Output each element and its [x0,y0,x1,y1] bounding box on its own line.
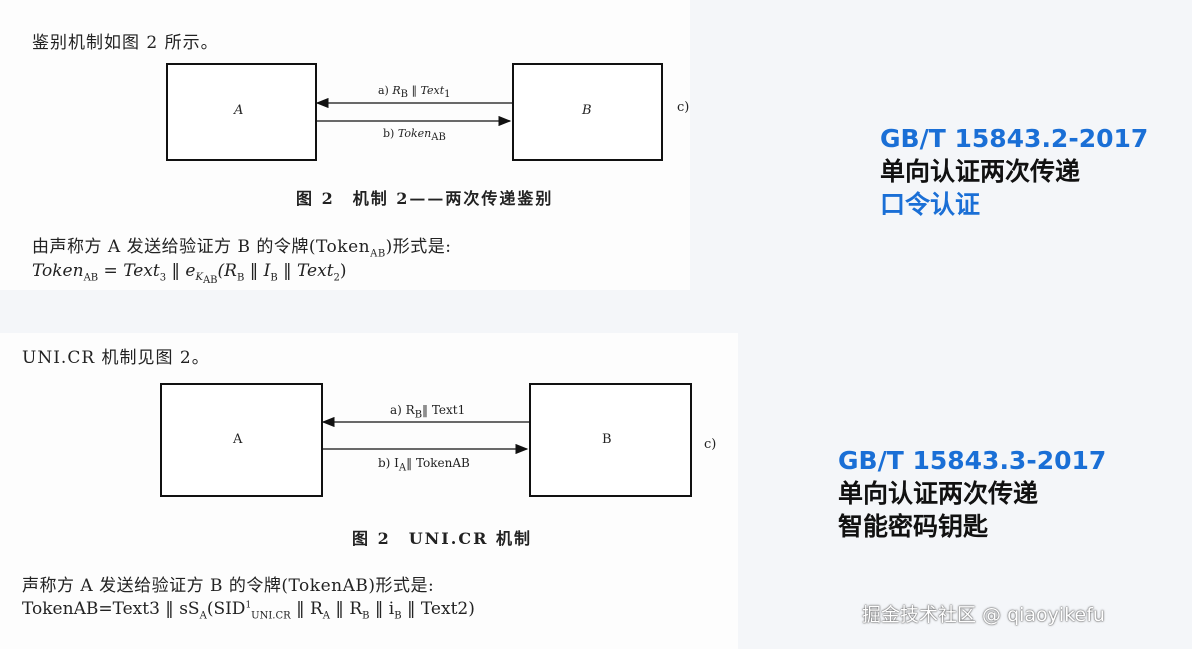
standard-auth-type: 口令认证 [880,190,981,219]
standard-code: GB/T 15843.2-2017 [880,124,1149,153]
token-formula: TokenAB=Text3 ‖ sSA(SID1UNI.CR ‖ RA ‖ RB… [22,599,475,622]
standard-code: GB/T 15843.3-2017 [838,446,1107,475]
intro-text: 鉴别机制如图 2 所示。 [32,33,219,53]
entity-box-b [512,63,663,161]
standard-annotation-1: GB/T 15843.2-2017 单向认证两次传递 口令认证 [880,122,1148,221]
intro-text: UNI.CR 机制见图 2。 [22,348,210,368]
watermark: 掘金技术社区 @ qiaoyikefu [862,604,1105,626]
entity-box-b [529,383,692,497]
entity-box-a [166,63,317,161]
message-b: b) TokenAB [383,127,446,144]
standard-mechanism: 单向认证两次传递 [880,157,1081,186]
entity-box-a [160,383,323,497]
figure-caption: 图 2 UNI.CR 机制 [352,529,532,548]
message-b: b) IA‖ TokenAB [378,456,470,474]
standard-annotation-2: GB/T 15843.3-2017 单向认证两次传递 智能密码钥匙 [838,444,1106,543]
entity-label-b: B [582,103,592,118]
figure-caption: 图 2 机制 2——两次传递鉴别 [296,189,554,208]
entity-label-a: A [234,103,244,118]
message-arrows [315,97,513,127]
step-c-label: c) [677,100,690,115]
message-a: a) RB ‖ Text1 [378,84,451,101]
entity-label-b: B [602,432,612,447]
standard-mechanism: 单向认证两次传递 [838,479,1039,508]
step-c-label: c) [704,437,717,452]
entity-label-a: A [233,432,243,447]
token-formula: TokenAB = Text3 ‖ eKAB(RB ‖ IB ‖ Text2) [32,261,347,287]
message-a: a) RB‖ Text1 [390,403,466,421]
document-excerpt-bottom: UNI.CR 机制见图 2。 A B a) RB‖ Text1 b) IA‖ T… [0,333,738,649]
formula-intro: 声称方 A 发送给验证方 B 的令牌(TokenAB)形式是: [22,576,435,596]
formula-intro: 由声称方 A 发送给验证方 B 的令牌(TokenAB)形式是: [32,237,452,260]
message-arrows [321,416,530,455]
standard-auth-type: 智能密码钥匙 [838,512,989,541]
document-excerpt-top: 鉴别机制如图 2 所示。 A B a) RB ‖ Text1 b) TokenA… [0,0,690,290]
